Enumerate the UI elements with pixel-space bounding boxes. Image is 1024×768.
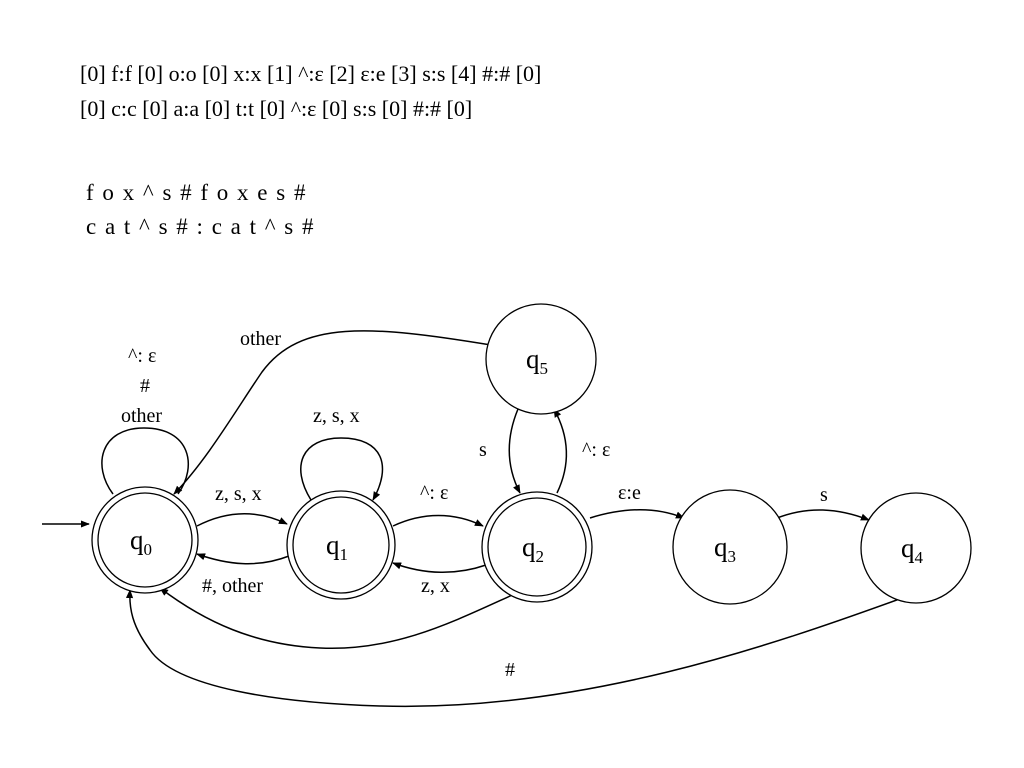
edge-q5-q2 bbox=[508, 408, 521, 494]
edge-label-q2-q3: ε:e bbox=[618, 482, 641, 504]
edge-q0-self bbox=[101, 427, 189, 495]
edge-label-q1-self: z, s, x bbox=[313, 405, 360, 427]
svg-text:q1: q1 bbox=[326, 530, 348, 564]
example-line-2: c a t ^ s # : c a t ^ s # bbox=[86, 214, 315, 239]
edge-q2-q1 bbox=[392, 562, 487, 573]
edge-q2-q3 bbox=[589, 509, 685, 519]
svg-text:q5: q5 bbox=[526, 344, 548, 378]
state-q4: q4 bbox=[860, 492, 972, 604]
state-q0: q0 bbox=[91, 486, 199, 594]
state-q1: q1 bbox=[286, 490, 396, 600]
edge-label-q0-self-2: # bbox=[140, 375, 150, 397]
edge-label-q1-q2: ^: ε bbox=[420, 482, 448, 504]
edge-label-q0-self-1: ^: ε bbox=[128, 345, 156, 367]
edge-q2-q0 bbox=[159, 587, 529, 650]
edge-label-q5-q0: other bbox=[240, 328, 281, 350]
edge-q2-q5 bbox=[553, 408, 568, 494]
svg-text:q2: q2 bbox=[522, 532, 544, 566]
alignment-line-1: [0] f:f [0] o:o [0] x:x [1] ^:ε [2] ε:e … bbox=[80, 61, 542, 86]
edge-q3-q4 bbox=[776, 509, 870, 521]
edge-q0-q1 bbox=[196, 513, 288, 527]
svg-text:q0: q0 bbox=[130, 525, 152, 559]
state-q3: q3 bbox=[672, 489, 788, 605]
state-q2: q2 bbox=[481, 491, 593, 603]
edge-label-q0-q1: z, s, x bbox=[215, 483, 262, 505]
edge-label-q2-q5: ^: ε bbox=[582, 439, 610, 461]
edge-q1-q0 bbox=[196, 553, 290, 565]
edge-label-q3-q4: s bbox=[820, 484, 828, 506]
edge-label-q5-q2: s bbox=[479, 439, 487, 461]
svg-text:q4: q4 bbox=[901, 533, 924, 567]
edge-label-q0-self-3: other bbox=[121, 405, 162, 427]
svg-text:q3: q3 bbox=[714, 532, 736, 566]
alignment-line-2: [0] c:c [0] a:a [0] t:t [0] ^:ε [0] s:s … bbox=[80, 96, 473, 121]
edge-label-q2-q1: z, x bbox=[421, 575, 450, 597]
edge-q1-q2 bbox=[392, 514, 484, 527]
example-line-1: f o x ^ s # f o x e s # bbox=[86, 180, 307, 205]
edge-label-q4-q0: # bbox=[505, 659, 515, 681]
edge-q5-q0 bbox=[173, 330, 492, 495]
state-q5: q5 bbox=[485, 303, 597, 415]
edge-q4-q0 bbox=[125, 589, 906, 708]
edge-q1-self bbox=[300, 437, 384, 501]
edge-label-q1-q0: #, other bbox=[202, 575, 263, 597]
